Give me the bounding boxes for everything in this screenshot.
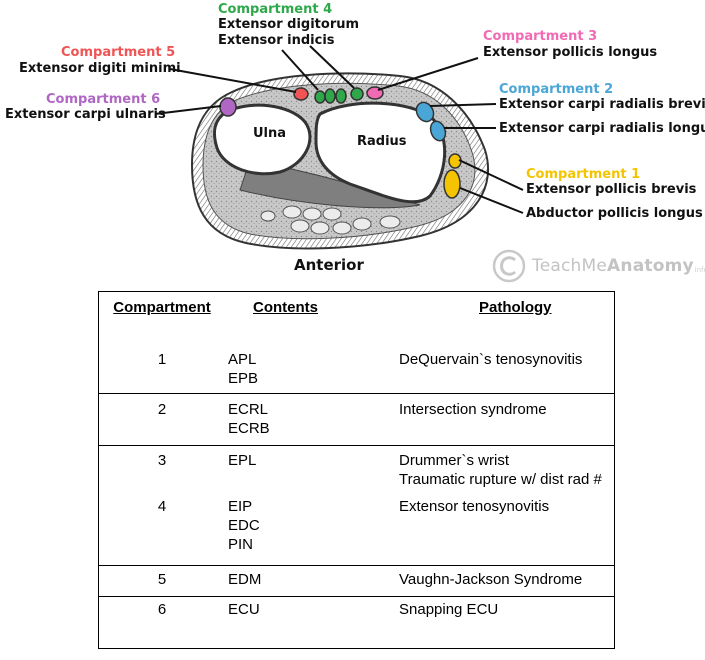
- cell-compartment: 6: [157, 600, 167, 618]
- cell-pathology: Drummer`s wrist Traumatic rupture w/ dis…: [399, 451, 602, 488]
- cell-pathology: Vaughn-Jackson Syndrome: [399, 565, 615, 597]
- cell-contents: APL EPB: [225, 322, 399, 394]
- radius-label: Radius: [357, 134, 407, 149]
- cell-contents: ECU: [228, 600, 260, 618]
- compartment-4-title: Compartment 4: [218, 2, 333, 17]
- cell-pathology: DeQuervain`s tenosynovitis: [399, 322, 615, 394]
- cell-contents: EPL: [228, 451, 257, 469]
- header-compartment: Compartment: [113, 298, 211, 316]
- compartment-6-tendon: [219, 97, 237, 117]
- table-row: 2 ECRL ECRB Intersection syndrome: [98, 393, 615, 446]
- table-header-row: Compartment Contents Pathology: [99, 292, 615, 323]
- muscle-bands: [239, 159, 421, 209]
- cell-contents: EDM: [225, 565, 399, 597]
- leader-lines: [154, 45, 524, 214]
- table-row: 5 EDM Vaughn-Jackson Syndrome: [98, 565, 615, 597]
- compartment-6-muscle-1: Extensor carpi ulnaris: [5, 107, 166, 122]
- cell-compartment: 1: [98, 322, 225, 394]
- anterior-label: Anterior: [294, 256, 364, 274]
- compartment-2-muscle-2: Extensor carpi radialis longus: [499, 121, 705, 136]
- logo-suffix: info: [694, 266, 705, 274]
- cell-contents: ECRL ECRB: [225, 393, 399, 446]
- ulna-bone: [212, 103, 312, 176]
- cell-compartment: 2: [98, 393, 225, 446]
- compartment-3-title: Compartment 3: [483, 29, 598, 44]
- ulna-label: Ulna: [253, 126, 286, 141]
- table-row: 3 EPL Drummer`s wrist Traumatic rupture …: [99, 445, 615, 495]
- logo-text: TeachMeAnatomy: [532, 256, 694, 276]
- compartment-5-title: Compartment 5: [61, 45, 176, 60]
- compartment-6-title: Compartment 6: [46, 92, 161, 107]
- cell-compartment: 5: [98, 565, 225, 597]
- compartment-1-muscle-1: Extensor pollicis brevis: [526, 182, 697, 197]
- compartment-pathology-table: Compartment Contents Pathology 1 APL EPB…: [98, 291, 615, 649]
- header-pathology: Pathology: [479, 298, 552, 316]
- header-contents: Contents: [253, 298, 318, 316]
- compartment-2-muscle-1: Extensor carpi radialis brevis: [499, 97, 705, 112]
- compartment-3-muscle-1: Extensor pollicis longus: [483, 45, 658, 60]
- wrist-cross-section-diagram: Ulna Radius: [154, 45, 524, 250]
- compartment-4-muscle-1: Extensor digitorum: [218, 17, 360, 32]
- flexor-tendons: [260, 205, 401, 235]
- cell-contents: EIP EDC PIN: [225, 495, 399, 566]
- compartment-5-tendon: [293, 87, 309, 101]
- compartment-4-tendons: [314, 87, 364, 104]
- teachmeanatomy-logo: TeachMeAnatomy info: [492, 249, 705, 283]
- cell-compartment: 3: [157, 451, 167, 469]
- compartment-1-title: Compartment 1: [526, 167, 641, 182]
- compartment-2-title: Compartment 2: [499, 82, 614, 97]
- cell-compartment: 4: [98, 495, 225, 566]
- compartment-1-muscle-2: Abductor pollicis longus: [526, 206, 703, 221]
- logo-c-icon: [492, 249, 526, 283]
- cell-pathology: Snapping ECU: [399, 600, 499, 618]
- table-row: 6 ECU Snapping ECU: [99, 596, 615, 649]
- table-row: 1 APL EPB DeQuervain`s tenosynovitis: [98, 322, 615, 394]
- cell-pathology: Extensor tenosynovitis: [399, 495, 615, 566]
- compartment-4-muscle-2: Extensor indicis: [218, 33, 335, 48]
- radius-bone: [314, 101, 447, 204]
- cell-pathology: Intersection syndrome: [399, 393, 615, 446]
- table-row: 4 EIP EDC PIN Extensor tenosynovitis: [98, 495, 615, 566]
- compartment-5-muscle-1: Extensor digiti minimi: [19, 61, 181, 76]
